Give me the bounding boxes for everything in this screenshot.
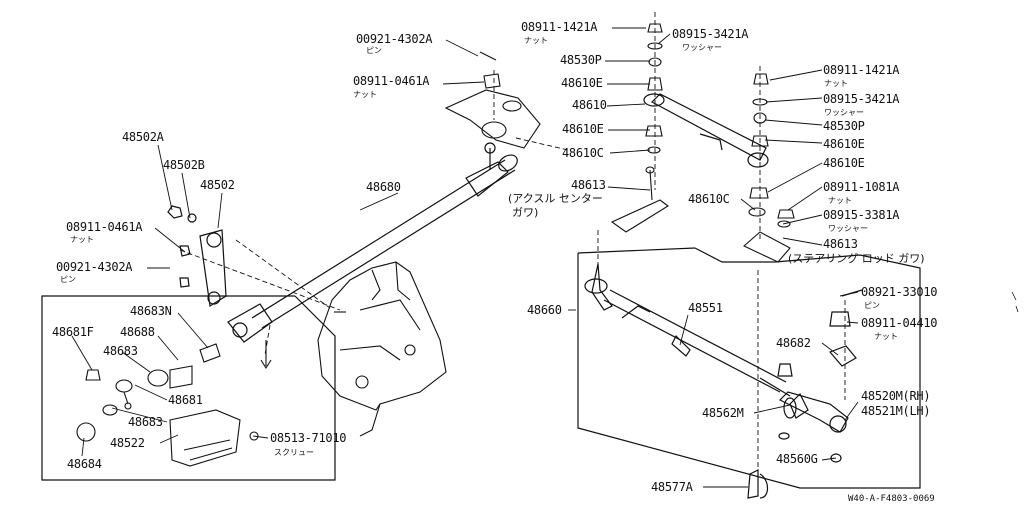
dashed-lines <box>179 12 846 470</box>
part-label-sub: ワッシャー <box>682 43 722 52</box>
part-label: 48610E <box>562 122 604 136</box>
part-label: 48613 <box>571 178 606 192</box>
part-label: 48660 <box>527 303 562 317</box>
diagram-code: W40-A-F4803-0069 <box>848 494 935 504</box>
part-label: 48530P <box>823 119 865 133</box>
part-label: 48683N <box>130 304 172 318</box>
leader-lines <box>71 27 859 488</box>
part-label: 48610E <box>823 156 865 170</box>
part-label: 48610E <box>561 76 603 90</box>
part-label: 08513-71010 <box>270 431 347 445</box>
part-label: 48610 <box>572 98 607 112</box>
relay-rod <box>227 142 518 343</box>
part-label: 48520M(RH) <box>861 389 931 403</box>
part-label: 48610C <box>688 192 730 206</box>
part-label-sub: ナット <box>824 79 848 88</box>
center-bracket <box>610 166 669 233</box>
inset-box-left <box>41 295 336 481</box>
part-label: 48683 <box>128 415 163 429</box>
part-label: 48610E <box>823 137 865 151</box>
part-label: 48680 <box>366 180 401 194</box>
part-label: 48683 <box>103 344 138 358</box>
part-label-sub: スクリュー <box>274 448 314 457</box>
arrow <box>260 340 272 370</box>
steering-link <box>643 93 769 168</box>
part-label: 08915-3381A <box>823 208 900 222</box>
part-label: 48681F <box>52 325 94 339</box>
part-label: 08911-1421A <box>521 20 598 34</box>
part-label-sub: ピン <box>60 275 76 284</box>
part-label: 48502 <box>200 178 235 192</box>
part-label: 48502A <box>122 130 164 144</box>
edge-marks <box>1011 291 1019 313</box>
part-label-sub: ナット <box>874 332 898 341</box>
inset-left-parts <box>76 343 259 467</box>
tie-rod-end <box>747 289 863 499</box>
part-label-sub: ワッシャー <box>828 224 868 233</box>
idler-top <box>444 51 541 149</box>
part-label-sub: ナット <box>828 196 852 205</box>
part-label: 48681 <box>168 393 203 407</box>
part-label: 48551 <box>688 301 723 315</box>
gear-box <box>317 261 447 437</box>
part-label: 08911-04410 <box>861 316 938 330</box>
part-label-sub: ピン <box>366 46 382 55</box>
part-label: 48521M(LH) <box>861 404 931 418</box>
part-label-sub: ピン <box>864 301 880 310</box>
part-label-sub: ナット <box>70 235 94 244</box>
part-label: 08915-3421A <box>823 92 900 106</box>
note-axle-center: ガワ) <box>512 206 539 219</box>
pitman-arm <box>167 205 227 307</box>
part-label: 48613 <box>823 237 858 251</box>
part-label: 48502B <box>163 158 205 172</box>
part-label: 48522 <box>110 436 145 450</box>
part-label-sub: ナット <box>353 90 377 99</box>
part-label: 48610C <box>562 146 604 160</box>
part-label: 48530P <box>560 53 602 67</box>
part-label: 48684 <box>67 457 102 471</box>
part-label: 00921-4302A <box>56 260 133 274</box>
tie-rod <box>584 263 791 397</box>
part-label-sub: ワッシャー <box>824 108 864 117</box>
part-label: 08911-1421A <box>823 63 900 77</box>
inset-box-right <box>577 247 921 489</box>
part-label: 48688 <box>120 325 155 339</box>
part-label: 48560G <box>776 452 818 466</box>
part-label: 48577A <box>651 480 693 494</box>
part-label: 08911-1081A <box>823 180 900 194</box>
note-steering-rod-side: (ステアリング ロッド ガワ) <box>788 252 925 265</box>
part-label: 48682 <box>776 336 811 350</box>
note-axle-center: (アクスル センター <box>508 192 603 205</box>
hardware-stack-right <box>743 73 795 263</box>
part-label: 08915-3421A <box>672 27 749 41</box>
part-label: 08911-0461A <box>66 220 143 234</box>
part-label: 48562M <box>702 406 744 420</box>
part-label: 00921-4302A <box>356 32 433 46</box>
part-label-sub: ナット <box>524 36 548 45</box>
part-label: 08911-0461A <box>353 74 430 88</box>
part-label: 08921-33010 <box>861 285 938 299</box>
hardware-stack-top <box>645 23 663 154</box>
